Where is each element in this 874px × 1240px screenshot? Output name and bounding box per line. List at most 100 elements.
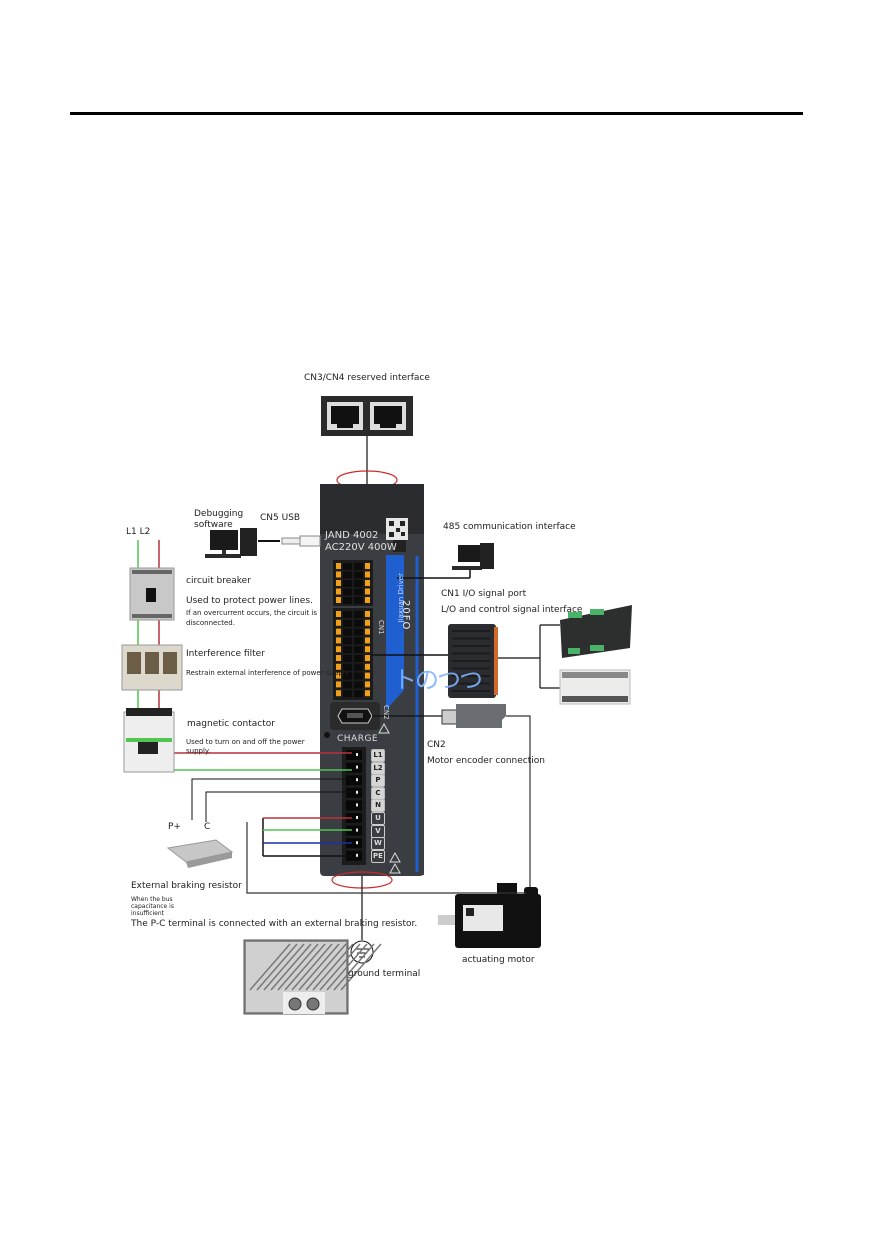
- magnetic-contactor-icon: [123, 708, 175, 773]
- pin-left: [336, 646, 341, 653]
- drive-rating: AC220V 400W: [325, 542, 397, 553]
- contactor-title: magnetic contactor: [187, 719, 275, 729]
- terminal-label-pe: PE: [371, 849, 385, 863]
- pin-socket: [354, 628, 363, 636]
- pin-right: [365, 690, 370, 697]
- pin-left: [336, 597, 341, 603]
- heatsink-fin: [326, 943, 368, 991]
- usb-connector-icon: [281, 535, 321, 547]
- pin-socket: [343, 580, 352, 587]
- pin-socket: [354, 619, 363, 627]
- plc-icon: [559, 669, 631, 705]
- circuit-breaker-title: circuit breaker: [186, 576, 251, 586]
- controller-board-icon: [560, 605, 632, 658]
- heatsink-fin: [312, 943, 354, 991]
- pin-socket: [343, 663, 352, 671]
- ground-terminal-photo: [243, 939, 382, 1015]
- pin-left: [336, 663, 341, 670]
- circuit-breaker-icon: [129, 567, 175, 621]
- filter-title: Interference filter: [186, 649, 265, 659]
- heatsink-fin: [319, 943, 361, 991]
- pin-left: [336, 619, 341, 626]
- terminal-slot: [346, 838, 362, 849]
- resistor-note3: insufficient: [131, 910, 165, 917]
- pin-left: [336, 580, 341, 586]
- pin-socket: [354, 580, 363, 587]
- pin-left: [336, 690, 341, 697]
- heatsink-fin: [277, 943, 319, 991]
- watermark: トのつつ: [393, 666, 483, 694]
- terminal-screw: [356, 828, 358, 832]
- motor-label: actuating motor: [462, 955, 535, 965]
- cn2-port-label: CN2: [382, 705, 390, 720]
- pin-socket: [343, 611, 352, 618]
- terminal-screw: [356, 853, 358, 857]
- cn5-usb-label: CN5 USB: [260, 513, 301, 523]
- pin-socket: [354, 563, 363, 570]
- plug-rib: [452, 690, 490, 692]
- pin-socket: [354, 690, 363, 698]
- terminal-label-c: C: [371, 786, 385, 800]
- pin-socket: [343, 646, 352, 654]
- terminal-slot: [346, 813, 362, 823]
- pin-socket: [343, 628, 352, 636]
- c-label: C: [204, 822, 211, 832]
- pin-right: [365, 672, 370, 679]
- pin-socket: [354, 663, 363, 671]
- contactor-desc1: Used to turn on and off the power: [186, 738, 305, 746]
- terminal-screw: [356, 816, 358, 819]
- circuit-breaker-desc1: Used to protect power lines.: [186, 596, 313, 606]
- plug-rib: [452, 652, 490, 655]
- heatsink-fin: [333, 943, 375, 991]
- terminal-slot: [346, 775, 362, 786]
- pin-left: [336, 637, 341, 644]
- pin-socket: [354, 597, 363, 604]
- pin-left: [336, 571, 341, 578]
- pin-right: [365, 628, 370, 635]
- plug-rib: [452, 660, 490, 662]
- plug-rib: [452, 682, 490, 685]
- heatsink-fin: [270, 943, 312, 991]
- terminal-screw: [356, 778, 358, 782]
- resistor-note2: capacitance is: [131, 903, 174, 910]
- plug-rib: [452, 637, 490, 640]
- p-plus-label: P+: [168, 822, 181, 832]
- pin-socket: [343, 637, 352, 645]
- comm-485-label: 485 communication interface: [443, 522, 576, 532]
- comm-485-pc-icon: [452, 543, 494, 570]
- cn1-title: CN1 I/O signal port: [441, 589, 527, 599]
- plug-rib: [452, 667, 490, 670]
- terminal-label-w: W: [371, 837, 385, 851]
- orange-pins: [336, 563, 370, 698]
- l1-l2-label: L1 L2: [126, 527, 151, 537]
- plug-rib: [452, 630, 490, 632]
- terminal-slot: [346, 850, 362, 861]
- terminal-label-p: P: [371, 774, 385, 788]
- heatsink-fin: [284, 943, 326, 991]
- power-pins: [346, 750, 362, 861]
- terminal-label-l1: L1: [371, 749, 385, 762]
- pin-left: [336, 681, 341, 688]
- pin-right: [365, 571, 370, 578]
- terminal-label-v: V: [371, 824, 385, 838]
- pin-socket: [354, 672, 363, 680]
- motor-power-wire: [246, 822, 526, 894]
- pin-socket: [354, 646, 363, 654]
- pin-socket: [343, 681, 352, 689]
- drive-side-text: 20FO: [400, 600, 411, 631]
- pc-terminal-note: The P-C terminal is connected with an ex…: [131, 919, 418, 929]
- terminal-label-n: N: [371, 799, 385, 813]
- heatsink-fin: [249, 943, 291, 991]
- terminal-slot: [346, 800, 362, 811]
- terminal-screw: [356, 790, 358, 794]
- pin-left: [336, 588, 341, 595]
- terminal-screw: [356, 753, 358, 756]
- heatsink-fin: [298, 943, 340, 991]
- pin-right: [365, 663, 370, 670]
- circuit-breaker-desc3: disconnected.: [186, 619, 235, 627]
- pin-socket: [343, 619, 352, 627]
- pin-right: [365, 646, 370, 653]
- debugging-software-label: Debugging software: [194, 509, 243, 531]
- drive-model: JAND 4002: [325, 530, 379, 541]
